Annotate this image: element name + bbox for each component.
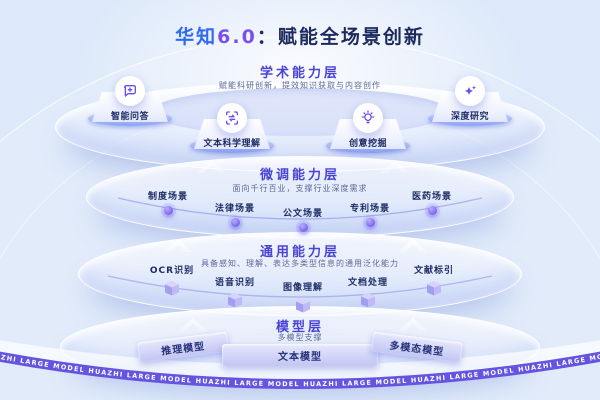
title-slogan: 赋能全场景创新 xyxy=(277,26,425,48)
capability-label: 图像理解 xyxy=(282,283,323,293)
model-slab-text: 文本模型 xyxy=(222,344,378,366)
page-title: 华知6.0：赋能全场景创新 xyxy=(0,22,600,49)
general-layer-subtitle: 具备感知、理解、表达多类型信息的通用泛化能力 xyxy=(201,259,399,268)
capability-item-image: 图像理解 xyxy=(263,280,343,313)
capability-label: 语音识别 xyxy=(214,278,255,288)
cube-icon xyxy=(226,292,243,308)
badge-label: 智能问答 xyxy=(110,112,149,122)
capability-badge-deep-research: 深度研究 xyxy=(425,76,515,126)
scene-label: 法律场景 xyxy=(214,204,255,214)
capability-label: OCR识别 xyxy=(149,266,195,276)
scene-label: 医药场景 xyxy=(411,192,452,202)
academic-layer-heading: 学术能力层 xyxy=(259,66,340,81)
capability-badge-creative: 创意挖掘 xyxy=(323,103,413,153)
scene-item-official-doc: 公文场景 xyxy=(263,206,343,232)
capability-badge-text-science: 文本科学理解 xyxy=(187,103,277,153)
capability-item-document: 文档处理 xyxy=(328,275,408,308)
node-dot xyxy=(365,218,375,227)
scene-item-medical: 医药场景 xyxy=(392,189,472,215)
cube-icon xyxy=(425,280,442,296)
cube-icon xyxy=(359,292,376,308)
badge-label: 深度研究 xyxy=(450,112,489,122)
scene-item-legal: 法律场景 xyxy=(195,201,275,227)
document-scan-icon xyxy=(217,103,247,133)
model-layer-subtitle: 多模型支撑 xyxy=(277,333,323,342)
idea-bulb-icon xyxy=(353,103,383,133)
cube-icon xyxy=(163,280,180,296)
capability-item-indexing: 文献标引 xyxy=(394,263,474,296)
capability-badge-qa: 智能问答 xyxy=(85,76,175,126)
general-layer-heading: 通用能力层 xyxy=(259,245,340,260)
finetune-layer-heading: 微调能力层 xyxy=(259,168,340,183)
model-layer-heading: 模型层 xyxy=(275,320,324,335)
node-dot xyxy=(427,206,437,215)
brand-name: 华知 xyxy=(175,26,218,48)
badge-label: 文本科学理解 xyxy=(203,139,261,149)
capability-item-ocr: OCR识别 xyxy=(132,263,212,296)
sparkle-icon xyxy=(455,76,485,106)
badge-label: 创意挖掘 xyxy=(348,139,387,149)
academic-layer-subtitle: 赋能科研创新，提效知识获取与内容创作 xyxy=(219,81,381,90)
node-dot xyxy=(230,218,240,227)
scene-label: 专利场景 xyxy=(349,204,390,214)
scene-label: 公文场景 xyxy=(282,209,323,219)
scene-label: 制度场景 xyxy=(147,192,188,202)
capability-label: 文档处理 xyxy=(347,278,388,288)
scene-item-patent: 专利场景 xyxy=(330,201,410,227)
capability-label: 文献标引 xyxy=(413,266,454,276)
scene-item-regulation: 制度场景 xyxy=(128,189,208,215)
academic-inner-disc xyxy=(150,88,450,136)
cube-icon xyxy=(294,297,311,313)
chat-plus-icon xyxy=(115,76,145,106)
version-number: 6.0 xyxy=(217,26,257,48)
node-dot xyxy=(298,223,308,232)
title-separator: ： xyxy=(256,26,278,48)
capability-item-speech: 语音识别 xyxy=(195,275,275,308)
finetune-layer-subtitle: 面向千行百业，支撑行业深度需求 xyxy=(232,184,368,193)
node-dot xyxy=(163,206,173,215)
